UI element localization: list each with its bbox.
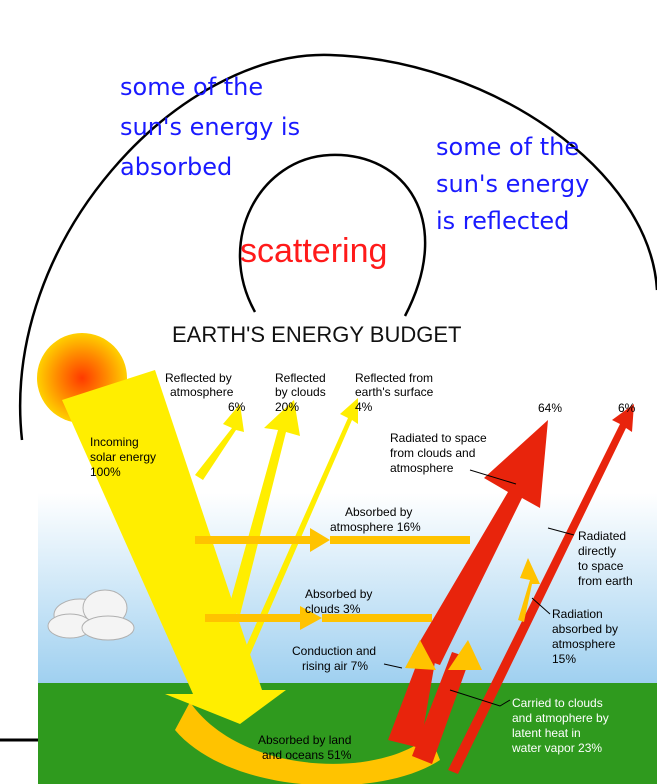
radiation-absorbed-label-1: Radiation bbox=[552, 607, 603, 621]
radiation-absorbed-label-3: atmosphere bbox=[552, 637, 616, 651]
radiated-directly-label-1: Radiated bbox=[578, 529, 626, 543]
absorbed-land-label-2: and oceans 51% bbox=[262, 748, 352, 762]
reflected-surface-arrow bbox=[240, 398, 358, 664]
reflected-note-line2: sun's energy bbox=[436, 170, 589, 198]
radiated-directly-label-4: from earth bbox=[578, 574, 633, 588]
absorbed-clouds-label-2: clouds 3% bbox=[305, 602, 361, 616]
incoming-solar-beam bbox=[62, 370, 286, 724]
latent-label-3: latent heat in bbox=[512, 726, 581, 740]
latent-arrowhead bbox=[448, 640, 482, 670]
absorbed-atmosphere-arrow bbox=[195, 528, 330, 552]
conduction-arrowhead bbox=[405, 640, 436, 670]
absorbed-note-line2: sun's energy is bbox=[120, 113, 300, 141]
absorbed-land-label-1: Absorbed by land bbox=[258, 733, 351, 747]
cloud-icon bbox=[47, 589, 135, 641]
outgoing-6-value: 6% bbox=[618, 401, 636, 415]
reflected-clouds-label-2: by clouds bbox=[275, 385, 326, 399]
absorbed-clouds-line bbox=[322, 614, 432, 622]
reflected-clouds-value: 20% bbox=[275, 400, 299, 414]
incoming-label-1: Incoming bbox=[90, 435, 139, 449]
radiated-directly-label-2: directly bbox=[578, 544, 616, 558]
reflected-atmosphere-value: 6% bbox=[228, 400, 246, 414]
absorbed-atmosphere-label-1: Absorbed by bbox=[345, 505, 412, 519]
radiated-clouds-label-3: atmosphere bbox=[390, 461, 454, 475]
reflected-surface-value: 4% bbox=[355, 400, 373, 414]
reflected-surface-label-2: earth's surface bbox=[355, 385, 434, 399]
radiated-directly-arrow bbox=[448, 404, 634, 774]
conduction-arrow bbox=[388, 650, 436, 748]
absorbed-atmosphere-label-2: atmosphere 16% bbox=[330, 520, 421, 534]
radiated-clouds-label-2: from clouds and bbox=[390, 446, 475, 460]
scattering-circle bbox=[238, 153, 427, 317]
leader-radiated bbox=[469, 469, 517, 485]
radiation-absorbed-arrow bbox=[518, 558, 540, 622]
diagram-title: EARTH'S ENERGY BUDGET bbox=[172, 322, 461, 347]
reflected-atmosphere-label-2: atmosphere bbox=[170, 385, 234, 399]
reflected-clouds-label-1: Reflected bbox=[275, 371, 326, 385]
latent-heat-arrow bbox=[412, 652, 470, 764]
reflected-surface-label-1: Reflected from bbox=[355, 371, 433, 385]
absorbed-note-line3: absorbed bbox=[120, 153, 232, 181]
leader-radiation-absorbed bbox=[531, 597, 551, 615]
absorbed-clouds-arrow bbox=[205, 606, 322, 630]
latent-label-2: and atmophere by bbox=[512, 711, 609, 725]
reflected-atmosphere-label-1: Reflected by bbox=[165, 371, 232, 385]
scattering-label: scattering bbox=[240, 232, 387, 270]
reflected-clouds-arrow bbox=[228, 400, 300, 615]
incoming-label-2: solar energy bbox=[90, 450, 156, 464]
reflected-note-line3: is reflected bbox=[436, 207, 569, 235]
outgoing-64-value: 64% bbox=[538, 401, 562, 415]
leader-conduction bbox=[383, 663, 403, 669]
absorbed-land-band bbox=[175, 702, 440, 784]
latent-label-4: water vapor 23% bbox=[511, 741, 602, 755]
absorbed-clouds-label-1: Absorbed by bbox=[305, 587, 372, 601]
radiation-absorbed-label-2: absorbed by bbox=[552, 622, 618, 636]
leader-directly bbox=[547, 527, 575, 536]
outer-circle bbox=[19, 53, 657, 441]
reflected-note-line1: some of the bbox=[436, 133, 579, 161]
radiated-directly-label-3: to space bbox=[578, 559, 624, 573]
leader-latent bbox=[449, 689, 511, 707]
conduction-label-2: rising air 7% bbox=[302, 659, 368, 673]
conduction-label-1: Conduction and bbox=[292, 644, 376, 658]
reflected-atmosphere-arrow bbox=[195, 404, 244, 480]
absorbed-atmosphere-line bbox=[330, 536, 470, 544]
incoming-value: 100% bbox=[90, 465, 121, 479]
radiated-clouds-label-1: Radiated to space bbox=[390, 431, 487, 445]
latent-label-1: Carried to clouds bbox=[512, 696, 603, 710]
radiation-absorbed-value: 15% bbox=[552, 652, 576, 666]
radiated-clouds-arrow bbox=[412, 420, 548, 665]
absorbed-note-line1: some of the bbox=[120, 73, 263, 101]
